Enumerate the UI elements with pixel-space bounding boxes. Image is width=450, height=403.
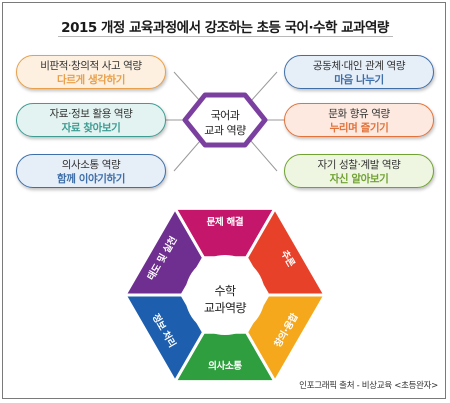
competency-activity: 자신 알아보기 <box>329 173 389 185</box>
competency-name: 비판적·창의적 사고 역량 <box>40 60 142 72</box>
math-segment-label: 의사소통 <box>208 361 242 372</box>
competency-name: 문화 향유 역량 <box>328 108 390 120</box>
competency-activity: 마음 나누기 <box>334 74 384 86</box>
competency-activity: 자료 찾아보기 <box>61 122 121 134</box>
connector-line <box>250 71 278 102</box>
math-center-line1: 수학 <box>214 284 236 298</box>
competency-name: 의사소통 역량 <box>61 159 121 171</box>
source-credit: 인포그래픽 출처 - 비상교육 <초등완자> <box>299 381 438 391</box>
connector-line <box>173 71 201 102</box>
title-divider <box>58 36 393 37</box>
math-center-label: 수학 교과역량 <box>185 283 265 317</box>
competency-name: 자기 성찰·계발 역량 <box>317 159 401 171</box>
math-center-circle <box>185 255 265 335</box>
competency-name: 자료·정보 활용 역량 <box>49 108 133 120</box>
competency-activity: 누리며 즐기기 <box>329 122 389 134</box>
korean-competency-hub <box>182 92 268 148</box>
connector-line <box>173 140 201 172</box>
competency-activity: 다르게 생각하기 <box>56 74 126 86</box>
connector-line <box>250 140 278 172</box>
math-segment <box>123 206 205 297</box>
math-competency-hexagon <box>123 206 327 384</box>
korean-hub-line2: 교과 역량 <box>204 124 246 137</box>
competency-name: 공동체·대인 관계 역량 <box>312 60 406 72</box>
competency-activity: 함께 이야기하기 <box>56 173 126 185</box>
korean-hub-label: 국어과 교과 역량 <box>196 108 254 138</box>
korean-hub-line1: 국어과 <box>210 109 240 122</box>
figure-title: 2015 개정 교육과정에서 강조하는 초등 국어·수학 교과역량 <box>61 20 389 36</box>
math-segment-label: 문제 해결 <box>206 217 244 228</box>
math-center-line2: 교과역량 <box>203 301 247 315</box>
